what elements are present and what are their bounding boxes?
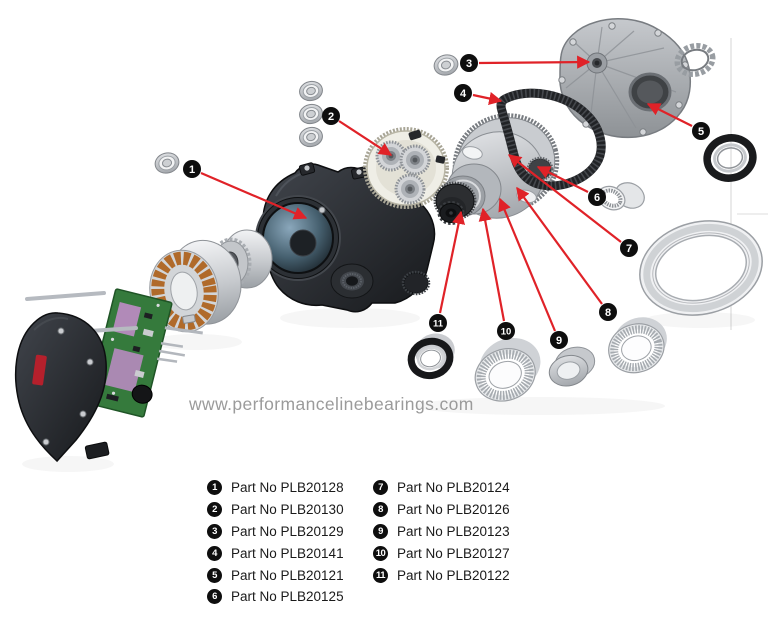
callout-line-10 — [478, 207, 506, 322]
svg-text:6: 6 — [594, 192, 600, 204]
callout-line-2 — [338, 120, 393, 156]
svg-text:3: 3 — [466, 58, 472, 70]
legend-item: 10 Part No PLB20127 — [373, 542, 510, 564]
svg-text:8: 8 — [605, 307, 611, 319]
needle-bearing-8 — [608, 317, 667, 374]
legend-balloon: 3 — [207, 523, 222, 539]
legend-balloon: 1 — [207, 480, 222, 496]
legend-balloon: 7 — [373, 480, 388, 496]
seal-ring-top — [703, 134, 757, 182]
legend-balloon: 9 — [373, 523, 388, 539]
watermark-text: www.performancelinebearings.com — [189, 394, 474, 414]
soft-shadows — [22, 308, 755, 472]
legend-part-label: Part No PLB20122 — [397, 567, 510, 583]
legend-part-label: Part No PLB20124 — [397, 480, 510, 496]
svg-text:4: 4 — [460, 88, 467, 100]
callout-balloon-8: 8 — [599, 303, 617, 321]
copper-windings — [151, 251, 217, 331]
legend-item: 6 Part No PLB20125 — [207, 586, 373, 608]
capacitor — [131, 384, 153, 404]
legend-balloon: 8 — [373, 502, 388, 518]
callout-balloon-3: 3 — [460, 54, 478, 72]
output-shaft-assembly — [433, 113, 560, 225]
legend-item: 1 Part No PLB20128 — [207, 477, 373, 499]
callout-line-8 — [516, 186, 603, 305]
svg-text:7: 7 — [626, 243, 632, 255]
callout-line-9 — [498, 197, 557, 332]
svg-text:5: 5 — [698, 126, 704, 138]
drive-belt — [496, 88, 606, 191]
callout-line-4 — [472, 92, 503, 105]
bearing-9 — [548, 346, 596, 387]
cover-screws-left — [42, 327, 94, 446]
callout-balloon-5: 5 — [692, 122, 710, 140]
cover-screws — [558, 22, 689, 136]
legend-item: 11 Part No PLB20122 — [373, 564, 510, 586]
legend-part-label: Part No PLB20129 — [231, 523, 344, 539]
legend-item: 2 Part No PLB20130 — [207, 499, 373, 521]
bearing-top-middle — [433, 54, 459, 76]
legend-item: 4 Part No PLB20141 — [207, 542, 373, 564]
callout-balloon-9: 9 — [550, 331, 568, 349]
large-bearing — [639, 220, 763, 316]
callout-balloons: 1 2 3 4 5 6 7 8 — [183, 54, 710, 349]
legend-part-label: Part No PLB20130 — [231, 502, 344, 518]
needle-bearing-10 — [474, 337, 541, 402]
bearing-small-left — [154, 152, 180, 174]
callout-line-1 — [200, 171, 308, 220]
legend-part-label: Part No PLB20125 — [231, 589, 344, 605]
callout-balloon-4: 4 — [454, 84, 472, 102]
legend-item: 5 Part No PLB20121 — [207, 564, 373, 586]
callout-line-11 — [438, 210, 466, 314]
callout-line-5 — [646, 103, 693, 127]
callout-line-6 — [536, 166, 589, 193]
callout-balloon-10: 10 — [497, 322, 515, 340]
callout-line-3 — [478, 55, 591, 69]
svg-text:1: 1 — [189, 164, 195, 176]
legend-item: 9 Part No PLB20123 — [373, 521, 510, 543]
legend-item: 8 Part No PLB20126 — [373, 499, 510, 521]
callout-balloon-7: 7 — [620, 239, 638, 257]
brand-sticker — [32, 354, 47, 386]
legend-part-label: Part No PLB20126 — [397, 502, 510, 518]
seal-ring-11 — [407, 333, 455, 380]
legend-balloon: 10 — [373, 545, 388, 561]
svg-text:11: 11 — [433, 319, 444, 330]
svg-text:9: 9 — [556, 335, 562, 347]
legend-part-label: Part No PLB20128 — [231, 480, 344, 496]
svg-text:10: 10 — [501, 327, 512, 338]
callout-lines — [200, 55, 693, 332]
legend-column-2: 7 Part No PLB20124 8 Part No PLB20126 9 … — [373, 477, 510, 608]
legend-column-1: 1 Part No PLB20128 2 Part No PLB20130 3 … — [207, 477, 373, 608]
legend-part-label: Part No PLB20141 — [231, 545, 344, 561]
legend-part-label: Part No PLB20121 — [231, 567, 344, 583]
legend-balloon: 2 — [207, 502, 222, 518]
legend-balloon: 6 — [207, 589, 222, 605]
legend-balloon: 5 — [207, 567, 222, 583]
callout-balloon-1: 1 — [183, 160, 201, 178]
housing-cover-plate — [558, 17, 692, 139]
legend-balloon: 4 — [207, 545, 222, 561]
callout-balloon-2: 2 — [322, 107, 340, 125]
legend-part-label: Part No PLB20123 — [397, 523, 510, 539]
callout-balloon-11: 11 — [429, 314, 447, 332]
lock-ring — [674, 42, 716, 78]
side-cover — [14, 291, 138, 463]
controller-pcb — [87, 288, 203, 418]
pcb-pins — [156, 326, 203, 363]
legend-balloon: 11 — [373, 567, 388, 583]
callout-line-7 — [507, 154, 622, 243]
parts-legend: 1 Part No PLB20128 2 Part No PLB20130 3 … — [207, 477, 510, 608]
legend-item: 3 Part No PLB20129 — [207, 521, 373, 543]
needle-bearing-6 — [597, 182, 645, 211]
legend-item: 7 Part No PLB20124 — [373, 477, 510, 499]
planetary-gear-assembly — [363, 127, 449, 209]
callout-balloon-6: 6 — [588, 188, 606, 206]
bearing-stack — [299, 80, 323, 148]
legend-part-label: Part No PLB20127 — [397, 545, 510, 561]
svg-text:2: 2 — [328, 111, 334, 123]
